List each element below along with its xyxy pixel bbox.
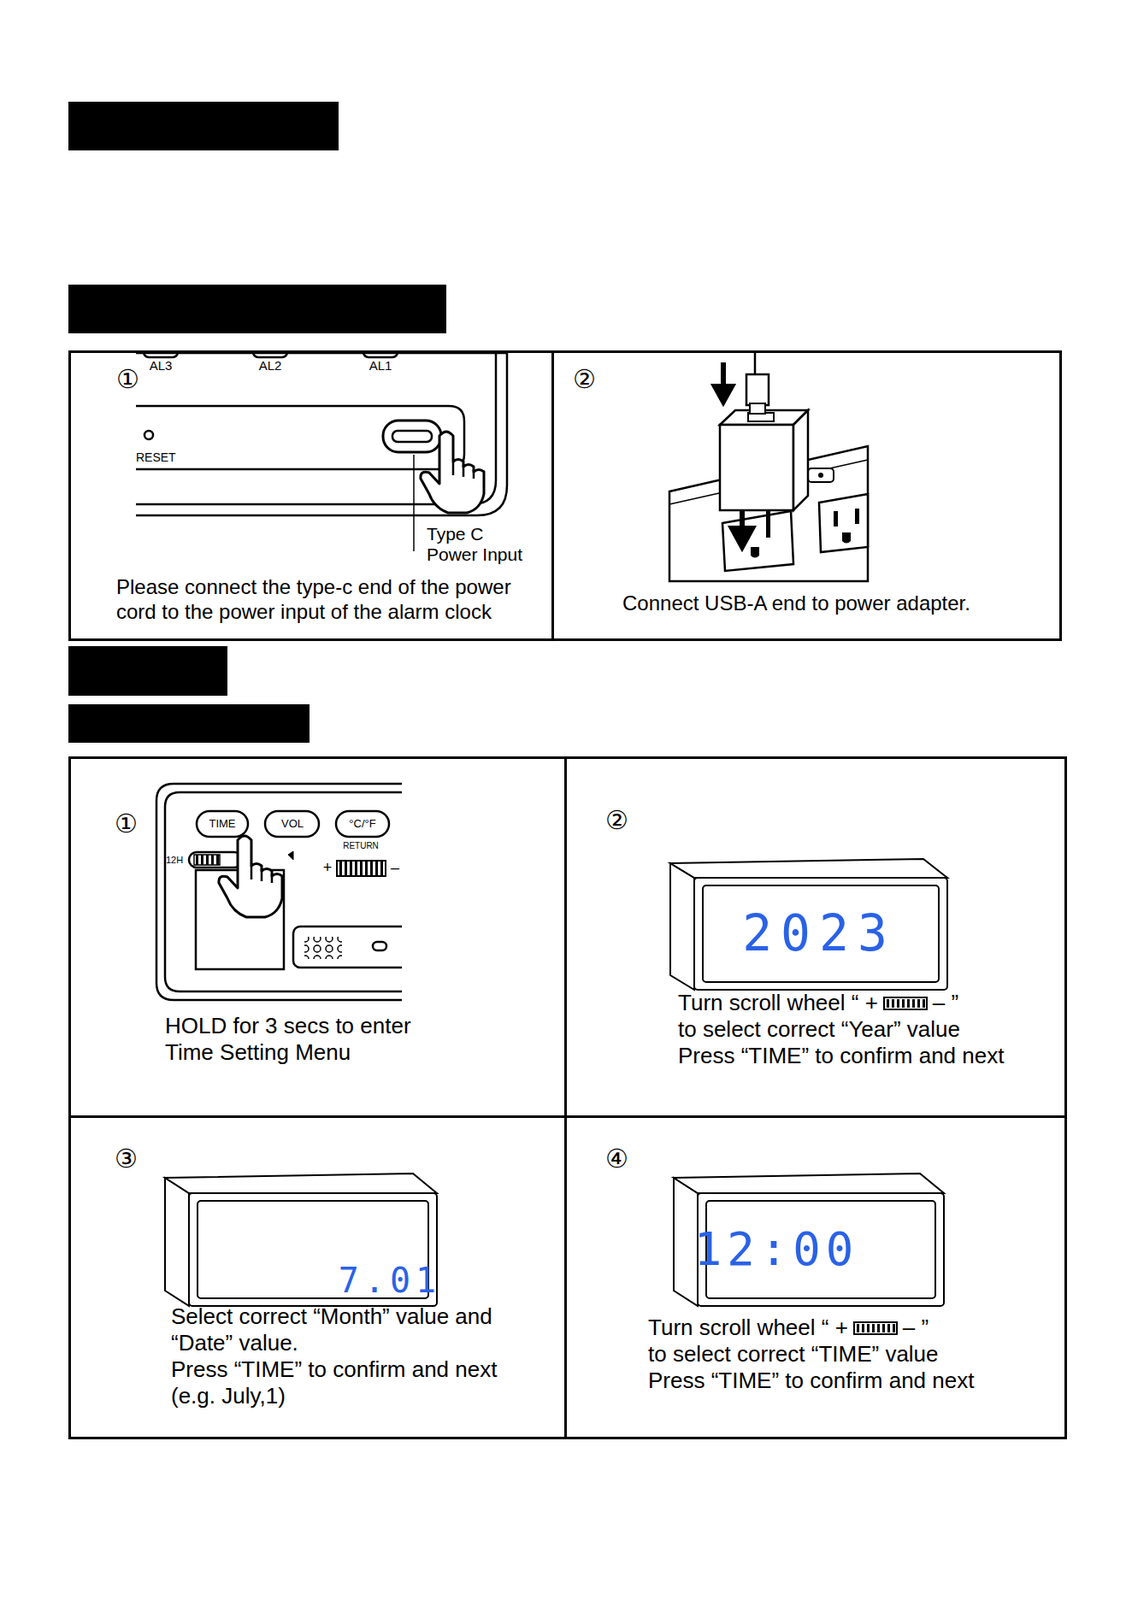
step-number: ②	[605, 805, 629, 837]
caption-text: HOLD for 3 secs to enter Time Setting Me…	[165, 1013, 448, 1067]
caption-text: Press “TIME” to confirm and next	[678, 1043, 1004, 1070]
part-label: AL2	[259, 358, 283, 373]
step-number: ①	[116, 364, 140, 396]
part-label: RETURN	[342, 841, 379, 852]
scroll-wheel-icon	[853, 1320, 898, 1337]
part-label: TIME	[208, 818, 236, 832]
step-panel: ① HOLD for 3 secs to enter Time Setting M…	[68, 756, 567, 1119]
part-label: AL1	[369, 358, 393, 373]
step-number: ③	[114, 1143, 138, 1175]
caption-text: – ”	[932, 990, 959, 1017]
heading-bar	[68, 284, 447, 334]
display-digits: 2023	[742, 905, 897, 963]
scroll-wheel-icon	[883, 996, 928, 1012]
caption-line: Turn scroll wheel “ + – ”	[678, 990, 959, 1017]
display-digits: 7.01	[338, 1261, 442, 1301]
caption-text: Please connect the type-c end of the pow…	[116, 575, 544, 625]
caption-text: Turn scroll wheel “ +	[678, 990, 879, 1017]
caption-text: Select correct “Month” value and “Date” …	[170, 1303, 505, 1357]
pointing-hand	[420, 431, 484, 513]
caption-text: Press “TIME” to confirm and next	[170, 1356, 497, 1384]
heading-bar	[68, 646, 228, 696]
caption-text: – ”	[902, 1314, 929, 1342]
heading-bar	[68, 101, 339, 151]
clock-box	[673, 1173, 944, 1307]
device-back-illustration	[156, 784, 402, 1001]
part-label: RESET	[135, 450, 177, 465]
part-label: VOL	[281, 818, 304, 832]
step-number: ④	[605, 1143, 629, 1175]
part-label: –	[390, 859, 400, 878]
step-panel: ③ Select correct “Month” value and “Date”…	[68, 1115, 567, 1440]
display-digits: 12:00	[694, 1223, 860, 1277]
part-label: 12H	[165, 854, 183, 867]
part-label: °C/°F	[348, 818, 376, 832]
heading-bar	[68, 704, 310, 743]
part-label: Type C Power Input	[426, 524, 534, 566]
step-panel: ④ Turn scroll wheel “ + – ”to select corre…	[564, 1115, 1068, 1440]
caption-text: (e.g. July,1)	[170, 1383, 286, 1410]
step-panel: ① Please connect the type-c end of the po…	[68, 350, 555, 642]
caption-line: Turn scroll wheel “ + – ”	[648, 1314, 929, 1342]
clock-box	[670, 859, 948, 991]
step-number: ②	[572, 364, 596, 396]
adapter-illustration	[669, 353, 868, 582]
caption-text: Press “TIME” to confirm and next	[648, 1367, 974, 1395]
pointing-hand	[218, 836, 283, 918]
caption-text: to select correct “TIME” value	[648, 1341, 939, 1368]
part-label: +	[323, 859, 333, 878]
caption-text: Connect USB-A end to power adapter.	[622, 591, 971, 617]
step-number: ①	[114, 808, 138, 840]
caption-text: to select correct “Year” value	[678, 1016, 961, 1044]
caption-text: Turn scroll wheel “ +	[648, 1314, 849, 1342]
clock-back-illustration	[135, 353, 508, 552]
part-label: AL3	[149, 358, 173, 373]
step-panel: ② Connect USB-A end to power adapter.	[551, 350, 1062, 642]
